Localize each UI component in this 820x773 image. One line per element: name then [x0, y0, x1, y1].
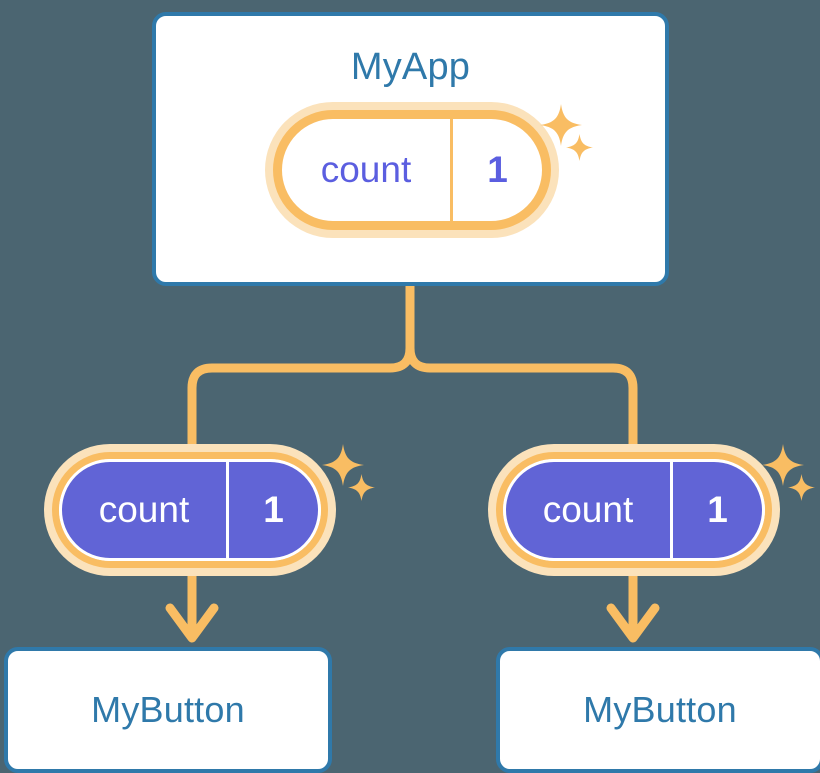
sparkle-small-icon [566, 134, 593, 161]
sparkle-icon [762, 444, 804, 486]
state-pill-right[interactable]: count 1 [496, 452, 772, 568]
sparkle-icon [540, 104, 582, 146]
branch-connector-icon [187, 281, 638, 475]
state-value-left: 1 [263, 489, 284, 530]
arrow-down-icon-right [606, 566, 660, 643]
component-card-mybutton-right[interactable]: MyButton [496, 647, 820, 773]
state-pill-divider-root [450, 119, 453, 221]
sparkle-small-icon [788, 474, 815, 501]
state-key-right: count [542, 489, 634, 530]
state-pill-divider-left [226, 462, 229, 558]
component-title-mybutton-left: MyButton [91, 689, 245, 730]
component-title-mybutton-right: MyButton [583, 689, 737, 730]
state-key-root: count [320, 149, 412, 190]
arrow-down-icon-left [165, 566, 219, 643]
state-value-right: 1 [707, 489, 728, 530]
component-title-myapp: MyApp [350, 46, 471, 88]
state-pill-root[interactable]: count 1 [273, 110, 551, 230]
component-card-mybutton-left[interactable]: MyButton [4, 647, 332, 773]
state-value-root: 1 [487, 149, 508, 190]
state-pill-left[interactable]: count 1 [52, 452, 328, 568]
sparkle-small-icon [348, 474, 375, 501]
state-key-left: count [98, 489, 190, 530]
state-pill-divider-right [670, 462, 673, 558]
